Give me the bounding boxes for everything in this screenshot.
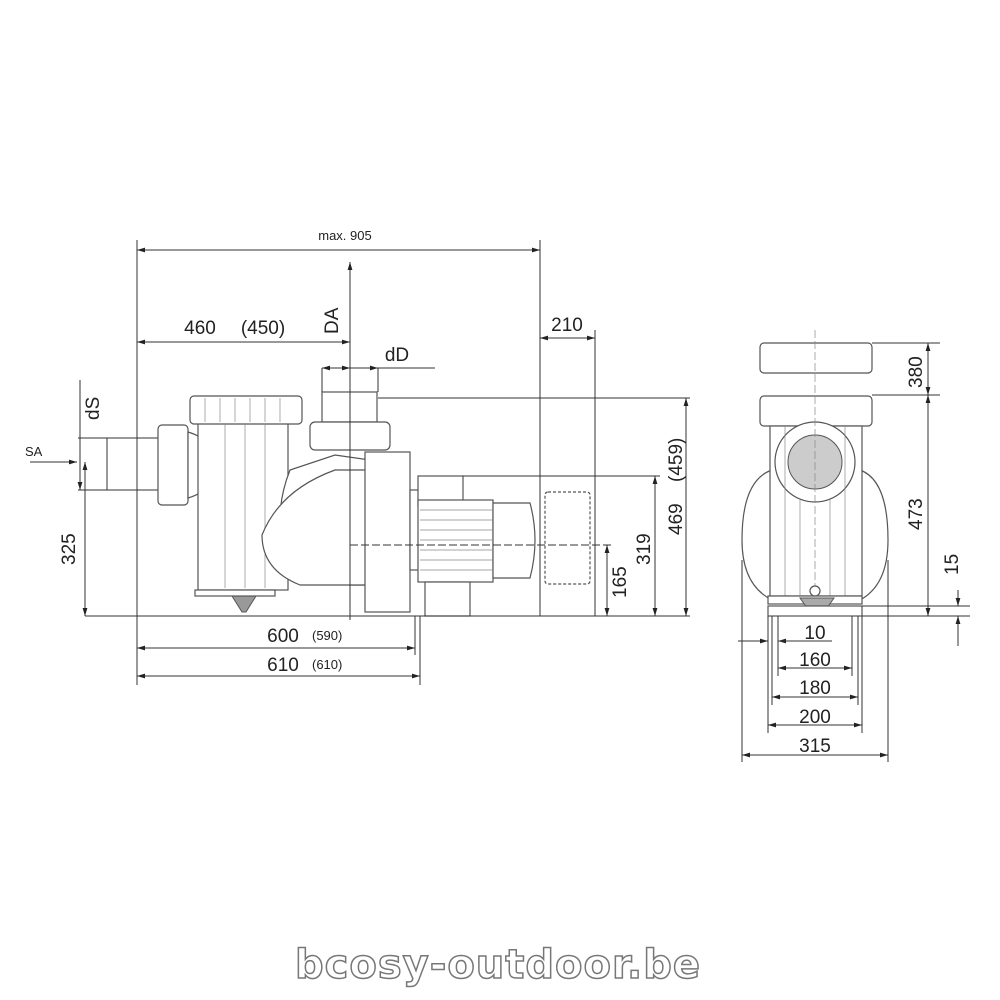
dim-165: 165: [610, 566, 631, 598]
dim-325: 325: [59, 533, 80, 565]
max-length-label: max. 905: [318, 228, 371, 243]
label-dd: dD: [385, 345, 409, 366]
dim-15: 15: [942, 554, 963, 575]
label-da: DA: [322, 307, 343, 334]
front-view-labels: 380 473 15 10 160 180 200 315: [799, 356, 963, 757]
dim-460: 460: [184, 318, 216, 339]
dim-210: 210: [551, 315, 583, 336]
dim-160: 160: [799, 650, 831, 671]
label-sa: SA: [25, 444, 43, 459]
dim-200: 200: [799, 707, 831, 728]
dim-319: 319: [634, 533, 655, 565]
pump-side-view: [106, 391, 591, 617]
label-ds: dS: [83, 397, 104, 420]
dim-600: 600: [267, 626, 299, 647]
dim-180: 180: [799, 678, 831, 699]
dim-315: 315: [799, 736, 831, 757]
dim-610: 610: [267, 655, 299, 676]
watermark: bcosy-outdoor.be: [295, 942, 701, 988]
dim-590: (590): [312, 628, 342, 643]
side-view-dimensions: [30, 240, 690, 685]
dim-469: 469: [666, 503, 687, 535]
side-view-labels: max. 905 460 (450) DA 210 dD dS SA 325 1…: [25, 228, 687, 676]
front-view-dimensions: [738, 342, 970, 762]
dim-380: 380: [906, 356, 927, 388]
pump-front-view: [741, 330, 889, 617]
dim-450: (450): [241, 318, 285, 339]
dim-459: (459): [666, 438, 687, 482]
dim-610-alt: (610): [312, 657, 342, 672]
dim-10: 10: [804, 623, 825, 644]
dim-473: 473: [906, 498, 927, 530]
